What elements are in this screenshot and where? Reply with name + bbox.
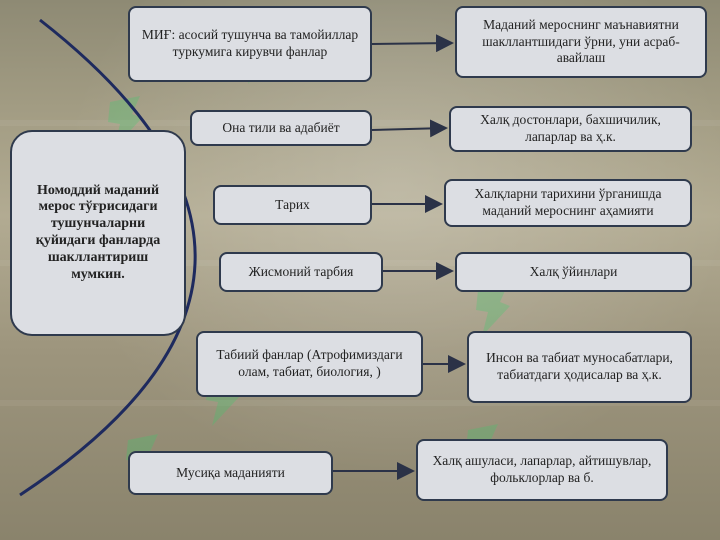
subject-box-natural-sciences: Табиий фанлар (Атрофимиздаги олам, табиа…	[196, 331, 423, 397]
result-label: Инсон ва табиат муносабатлари, табиатдаг…	[486, 350, 673, 382]
result-box-folk-epics: Халқ достонлари, бахшичилик, лапарлар ва…	[449, 106, 692, 152]
arrow-row-1	[371, 34, 454, 53]
subject-label: МИҒ: асосий тушунча ва тамойиллар туркум…	[141, 27, 359, 59]
result-label: Халқларни тарихини ўрганишда маданий мер…	[474, 186, 662, 218]
result-box-folk-games: Халқ ўйинлари	[455, 252, 692, 292]
result-label: Халқ достонлари, бахшичилик, лапарлар ва…	[480, 112, 661, 144]
result-box-folk-songs: Халқ ашуласи, лапарлар, айтишувлар, фоль…	[416, 439, 668, 501]
subject-box-physical-education: Жисмоний тарбия	[219, 252, 383, 292]
bracket-arc	[19, 18, 197, 497]
subject-label: Табиий фанлар (Атрофимиздаги олам, табиа…	[216, 347, 403, 379]
subject-box-native-language: Она тили ва адабиёт	[190, 110, 372, 146]
result-box-human-nature: Инсон ва табиат муносабатлари, табиатдаг…	[467, 331, 692, 403]
subject-label: Мусиқа маданияти	[176, 464, 285, 480]
subject-box-music: Мусиқа маданияти	[128, 451, 333, 495]
central-concept-box: Номоддий маданий мерос тўғрисидаги тушун…	[10, 130, 186, 336]
central-concept-text: Номоддий маданий мерос тўғрисидаги тушун…	[35, 182, 161, 282]
subject-label: Жисмоний тарбия	[248, 263, 354, 279]
subject-label: Тарих	[275, 196, 310, 212]
subject-label: Она тили ва адабиёт	[222, 119, 340, 135]
result-box-spiritual-heritage: Маданий мероснинг маънавиятни шакллантши…	[455, 6, 707, 78]
result-label: Халқ ашуласи, лапарлар, айтишувлар, фоль…	[432, 453, 652, 485]
background-stripe	[0, 400, 720, 406]
result-label: Маданий мероснинг маънавиятни шакллантши…	[482, 16, 680, 66]
result-label: Халқ ўйинлари	[529, 263, 618, 279]
result-box-history-importance: Халқларни тарихини ўрганишда маданий мер…	[444, 179, 692, 227]
arrow-row-2	[371, 119, 448, 138]
watermark-logo-icon	[470, 280, 516, 340]
subject-box-mig: МИҒ: асосий тушунча ва тамойиллар туркум…	[128, 6, 372, 82]
subject-box-history: Тарих	[213, 185, 372, 225]
